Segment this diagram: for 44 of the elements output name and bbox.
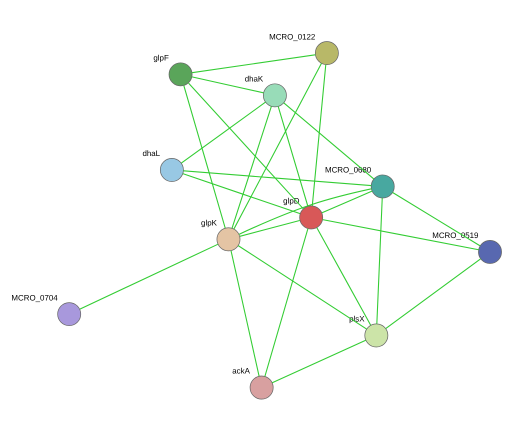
connector bbox=[283, 102, 374, 179]
connector bbox=[392, 192, 480, 246]
node-circle bbox=[314, 40, 339, 64]
node-label: glpF bbox=[153, 53, 169, 62]
node-label: dhaK bbox=[244, 74, 264, 84]
node-circle bbox=[299, 205, 324, 229]
node-label: ackA bbox=[232, 366, 250, 376]
connector bbox=[316, 226, 372, 325]
node-circle bbox=[250, 375, 274, 399]
connector bbox=[183, 85, 226, 228]
connector bbox=[278, 106, 308, 206]
connector bbox=[192, 76, 264, 93]
connector bbox=[188, 82, 304, 209]
connector bbox=[80, 243, 218, 310]
connector bbox=[183, 170, 372, 186]
connector bbox=[232, 106, 272, 228]
node-label: MCRO_0122 bbox=[269, 32, 316, 41]
connector bbox=[240, 219, 300, 236]
node-label: MCRO_0704 bbox=[11, 292, 58, 302]
node-label: dhaL bbox=[142, 148, 160, 158]
node-circle bbox=[364, 323, 388, 347]
connector bbox=[264, 228, 308, 376]
connector bbox=[238, 188, 372, 234]
node-circle bbox=[160, 158, 184, 182]
node-circle bbox=[263, 82, 287, 107]
connector bbox=[312, 64, 326, 206]
node-label: plsX bbox=[349, 314, 365, 324]
connector bbox=[376, 198, 383, 324]
connector bbox=[272, 339, 366, 383]
connector bbox=[192, 54, 316, 73]
node-circle bbox=[478, 240, 502, 264]
node-circle bbox=[57, 302, 82, 326]
connector bbox=[385, 258, 481, 328]
connector bbox=[233, 62, 322, 229]
connector bbox=[238, 244, 367, 330]
node-label: glpK bbox=[201, 218, 217, 227]
connector bbox=[181, 101, 266, 163]
node-circle bbox=[370, 174, 395, 198]
connector bbox=[322, 218, 479, 250]
connector bbox=[230, 250, 260, 376]
connector bbox=[322, 190, 372, 213]
connector bbox=[182, 172, 300, 214]
node-circle bbox=[216, 226, 240, 251]
node-circle bbox=[168, 62, 192, 86]
